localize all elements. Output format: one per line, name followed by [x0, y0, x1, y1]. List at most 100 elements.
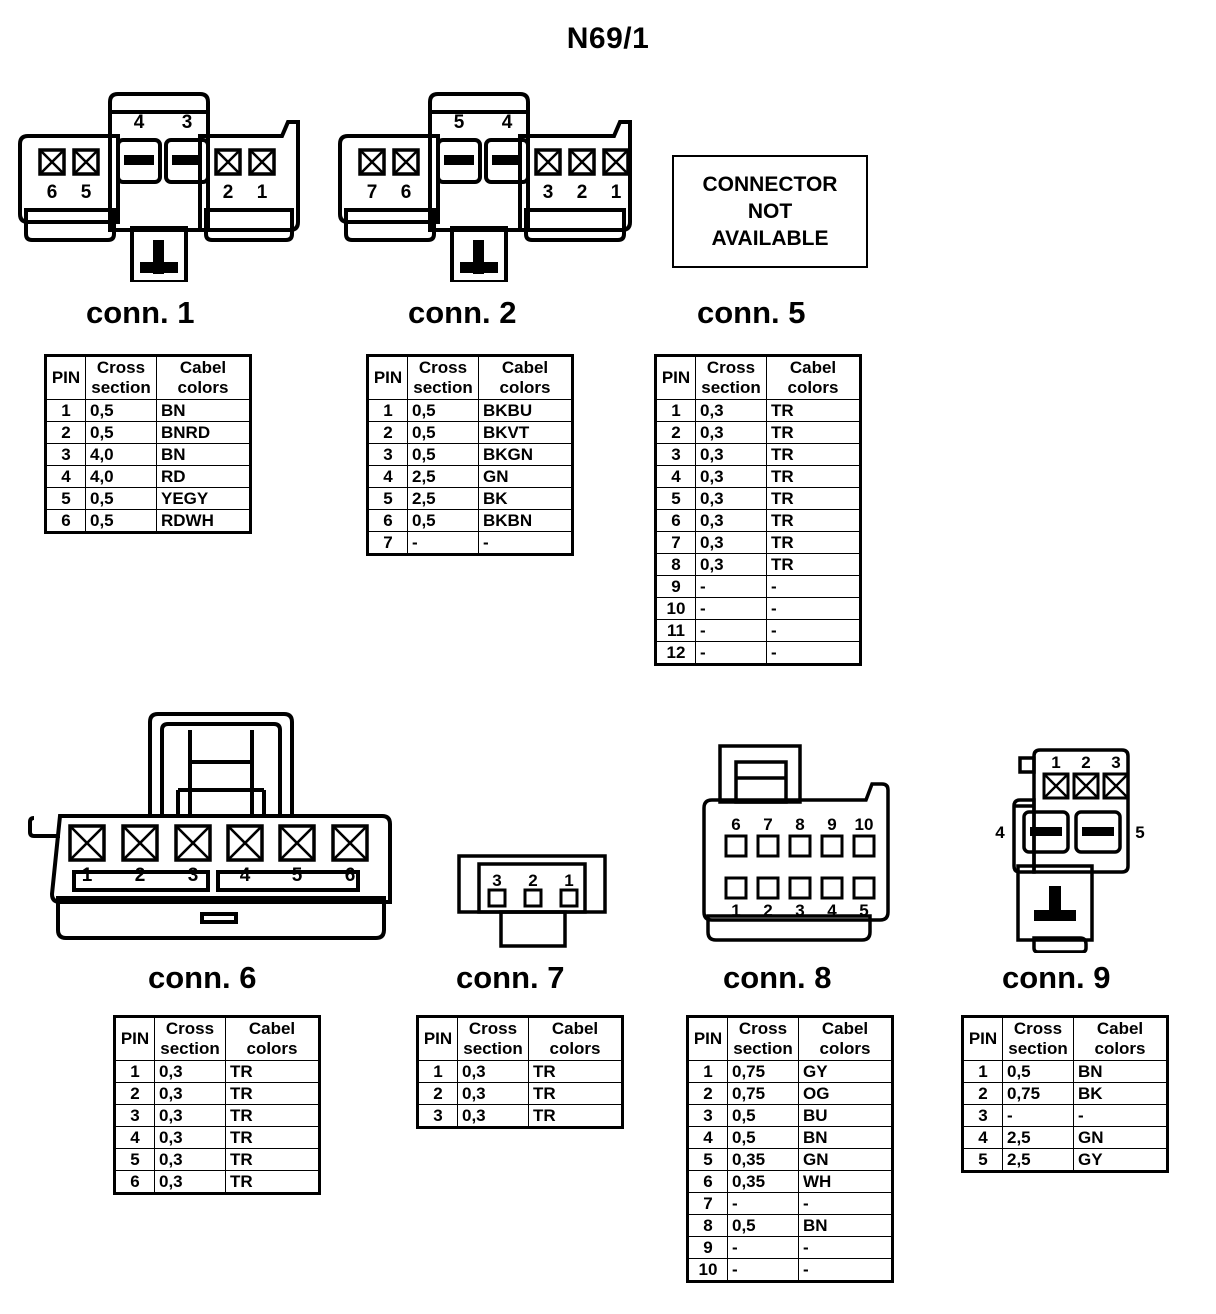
cell-cabel-color: RD [156, 465, 251, 488]
svg-text:6: 6 [401, 182, 412, 203]
cell-cross-section: 0,3 [154, 1170, 226, 1194]
svg-text:7: 7 [763, 815, 772, 834]
cell-cabel-color: - [478, 531, 573, 555]
table-row: 10-- [655, 597, 861, 620]
cell-cabel-color: GN [478, 465, 573, 488]
svg-text:3: 3 [795, 901, 804, 920]
connector-label-conn7: conn. 7 [456, 960, 565, 995]
cell-cross-section: 0,3 [695, 465, 767, 488]
cell-cabel-color: - [766, 619, 861, 642]
cell-cross-section: 2,5 [407, 487, 479, 510]
cell-cross-section: 0,35 [727, 1148, 799, 1171]
cell-pin: 7 [655, 531, 696, 554]
svg-text:6: 6 [731, 815, 740, 834]
cell-cross-section: 0,3 [154, 1126, 226, 1149]
cell-cabel-color: BKBN [478, 509, 573, 532]
connector-not-available-box: CONNECTOR NOT AVAILABLE [672, 155, 868, 268]
cell-cross-section: - [1002, 1104, 1074, 1127]
header-pin: PIN [687, 1016, 728, 1061]
cell-cabel-color: TR [766, 421, 861, 444]
cell-cross-section: 0,5 [85, 421, 157, 444]
cell-cross-section: 0,3 [695, 399, 767, 422]
cell-cross-section: 0,5 [85, 487, 157, 510]
header-pin: PIN [114, 1016, 155, 1061]
header-cabel-colors: Cabel colors [798, 1016, 893, 1061]
cell-cross-section: - [727, 1192, 799, 1215]
cell-cabel-color: TR [766, 465, 861, 488]
cell-pin: 3 [114, 1104, 155, 1127]
cell-cabel-color: BN [798, 1214, 893, 1237]
cell-cross-section: 0,5 [727, 1214, 799, 1237]
header-cabel-colors: Cabel colors [766, 355, 861, 400]
cell-cabel-color: TR [225, 1104, 320, 1127]
cell-cross-section: 0,3 [695, 509, 767, 532]
cell-cabel-color: BKGN [478, 443, 573, 466]
cell-pin: 1 [655, 399, 696, 422]
cell-pin: 1 [114, 1060, 155, 1083]
cell-cross-section: 0,3 [154, 1104, 226, 1127]
cell-cabel-color: RDWH [156, 509, 251, 533]
svg-text:1: 1 [82, 865, 93, 886]
svg-text:6: 6 [345, 865, 356, 886]
svg-text:3: 3 [188, 865, 199, 886]
cell-cabel-color: TR [225, 1148, 320, 1171]
cell-cabel-color: TR [225, 1082, 320, 1105]
svg-text:4: 4 [827, 901, 837, 920]
cell-cross-section: 0,5 [1002, 1060, 1074, 1083]
cell-pin: 8 [655, 553, 696, 576]
cell-cross-section: 0,3 [457, 1060, 529, 1083]
cell-cabel-color: TR [225, 1170, 320, 1194]
cell-cross-section: 0,3 [154, 1060, 226, 1083]
cell-cross-section: 0,75 [727, 1060, 799, 1083]
cell-pin: 6 [114, 1170, 155, 1194]
svg-text:1: 1 [731, 901, 740, 920]
cell-cross-section: 0,5 [727, 1126, 799, 1149]
svg-text:1: 1 [257, 182, 268, 203]
header-cross-section: Cross section [85, 355, 157, 400]
cell-cross-section: 0,3 [457, 1082, 529, 1105]
cell-cross-section: - [407, 531, 479, 555]
cell-cabel-color: BN [1073, 1060, 1168, 1083]
cell-pin: 2 [962, 1082, 1003, 1105]
cell-cross-section: - [695, 597, 767, 620]
cell-cabel-color: - [798, 1236, 893, 1259]
svg-text:5: 5 [454, 112, 465, 133]
cell-cabel-color: BN [156, 399, 251, 422]
connector-label-conn6: conn. 6 [148, 960, 257, 995]
cell-cabel-color: - [766, 575, 861, 598]
svg-text:5: 5 [859, 901, 868, 920]
cell-cabel-color: BN [798, 1126, 893, 1149]
svg-text:1: 1 [1051, 753, 1060, 772]
cell-cross-section: 0,3 [154, 1082, 226, 1105]
connector-drawing-conn6: 1 2 3 4 5 6 [22, 706, 412, 946]
svg-text:5: 5 [1135, 823, 1144, 842]
page-title: N69/1 [566, 22, 650, 55]
svg-text:3: 3 [1111, 753, 1120, 772]
cell-pin: 5 [687, 1148, 728, 1171]
header-cross-section: Cross section [407, 355, 479, 400]
cell-pin: 5 [114, 1148, 155, 1171]
svg-text:7: 7 [367, 182, 378, 203]
cell-pin: 5 [367, 487, 408, 510]
svg-text:3: 3 [492, 871, 501, 890]
cell-pin: 5 [962, 1148, 1003, 1172]
table-row: 10-- [687, 1258, 893, 1282]
cell-pin: 2 [655, 421, 696, 444]
cell-cross-section: 2,5 [1002, 1148, 1074, 1172]
